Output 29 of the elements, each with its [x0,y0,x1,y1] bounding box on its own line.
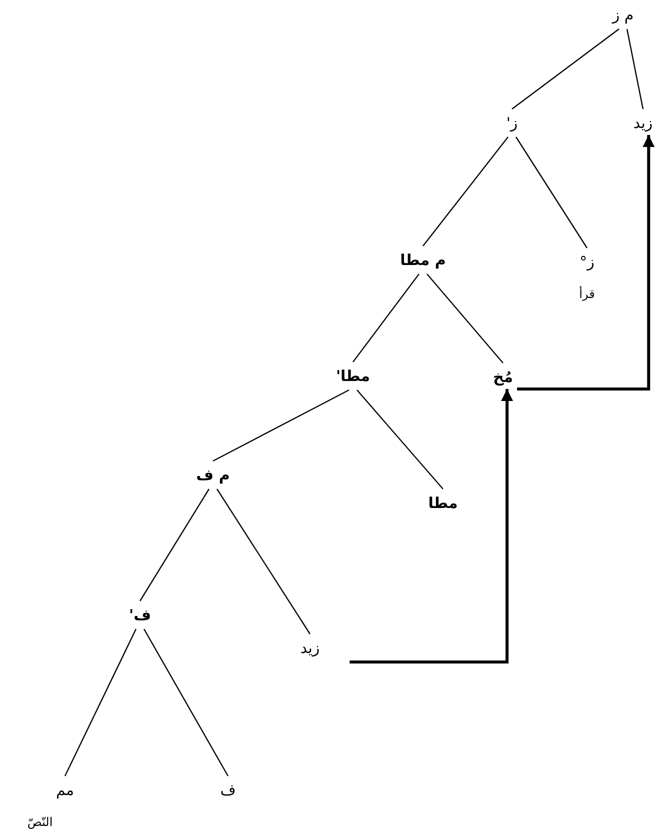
node-label: مم [56,780,74,800]
tree-branch [139,488,210,602]
node-label: م ف [196,465,230,485]
node-label: مطا' [336,366,370,386]
node-label: ف' [128,605,152,625]
tree-branch [516,136,588,248]
node-label: ز° [580,252,594,272]
node-label: زيد [300,638,320,658]
tree-branch [352,274,420,362]
node-caption: النّصّ [27,814,53,830]
tree-branch [64,628,137,776]
node-label: م مطا [400,250,446,270]
node-label: زيد [633,113,653,133]
movement-arrow [350,389,514,664]
tree-branch [512,28,620,110]
node-label: ز' [506,113,518,133]
tree-branch [212,389,350,462]
node-label: مطا [428,493,458,513]
tree-branch [143,628,229,776]
node-caption: قرأ [579,286,595,302]
node-label: ف [220,780,236,800]
movement-arrow [517,135,655,390]
tree-branch [356,390,444,490]
tree-branch [422,136,508,246]
tree-branch [426,274,504,364]
node-label: مُخ [492,367,514,387]
node-label: م ز [612,5,634,25]
tree-branch [216,488,310,634]
tree-branch [626,28,644,110]
